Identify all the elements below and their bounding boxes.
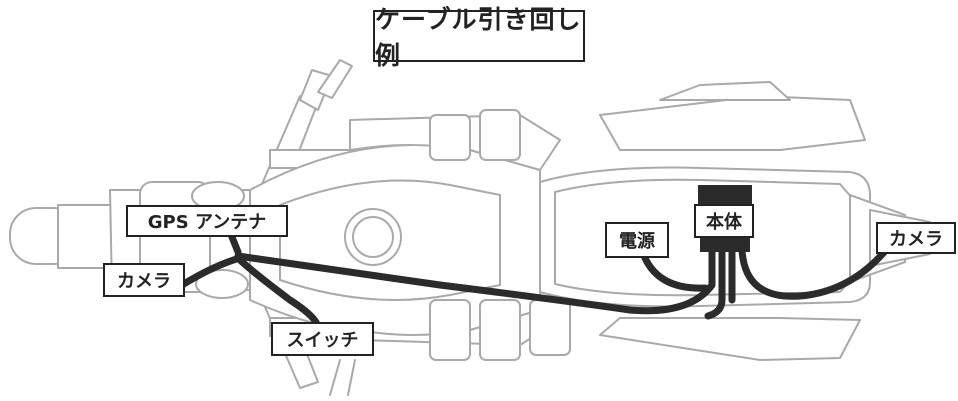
- label-switch: スイッチ: [271, 322, 374, 356]
- main-unit-base: [700, 238, 750, 252]
- cable-switch: [234, 254, 322, 332]
- cables: [178, 228, 890, 332]
- cable-power: [641, 254, 709, 292]
- label-rear-camera: カメラ: [876, 222, 956, 254]
- diagram-title: ケーブル引き回し例: [373, 5, 585, 70]
- label-main-unit: 本体: [694, 204, 754, 238]
- label-power: 電源: [605, 222, 669, 258]
- label-front-camera: カメラ: [103, 263, 185, 297]
- cable-unit-1: [704, 246, 726, 320]
- label-gps-antenna: GPS アンテナ: [126, 205, 288, 237]
- main-unit-connector: [698, 185, 752, 205]
- cable-main-trunk: [234, 246, 716, 315]
- cable-rear-camera: [738, 246, 890, 300]
